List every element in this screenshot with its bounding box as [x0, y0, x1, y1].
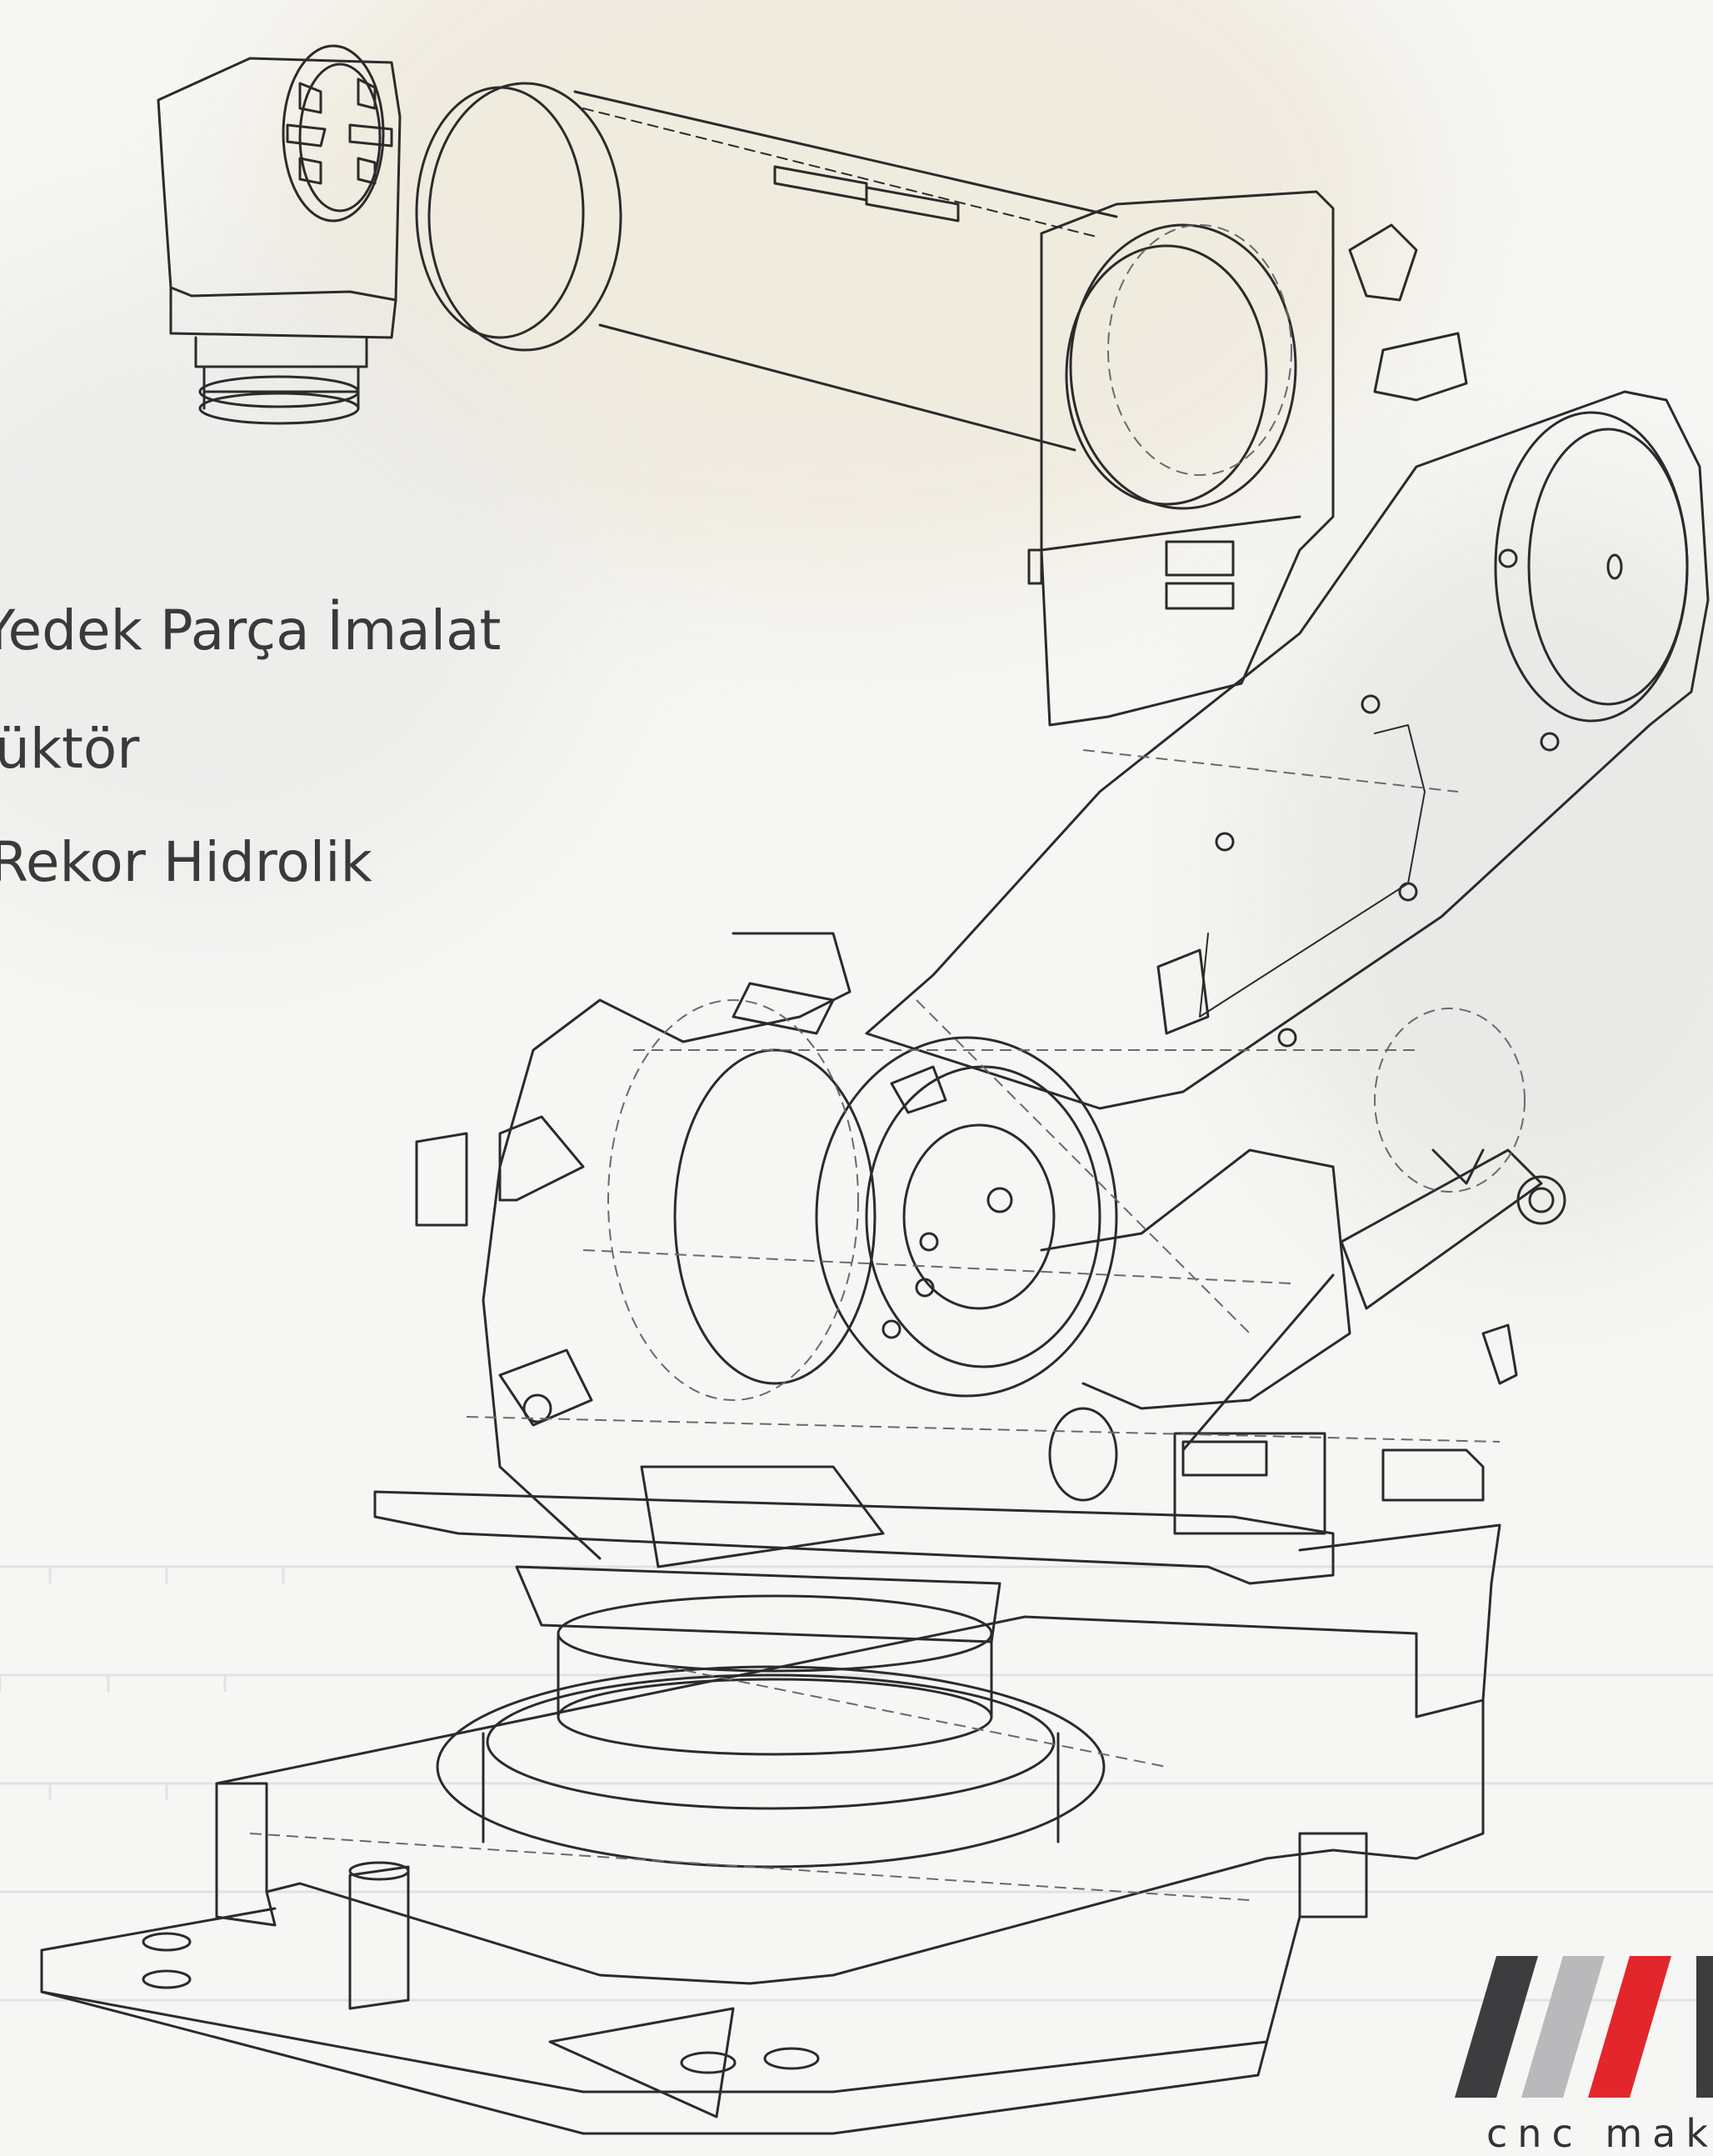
- background-glow-right: [1250, 500, 1713, 1250]
- robot-shoulder-housing: [415, 932, 1566, 1568]
- menu-item-reductor[interactable]: üktör: [0, 717, 140, 781]
- menu-item-spare-parts[interactable]: Yedek Parça İmalat: [0, 598, 502, 663]
- brand-tagline: cnc makine: [1486, 2111, 1713, 2156]
- robot-wrist-head: [157, 44, 402, 425]
- background-glow-left: [0, 250, 583, 917]
- robot-elbow: [1027, 190, 1468, 727]
- menu-item-hydraulic-fittings[interactable]: Rekor Hidrolik: [0, 830, 372, 894]
- robot-upper-arm: [865, 390, 1710, 1110]
- robot-forearm: [415, 82, 1118, 452]
- robot-base: [40, 1490, 1501, 2135]
- brand-mark-icon: [1455, 1956, 1713, 2098]
- brand-logo[interactable]: cnc makine: [1396, 1906, 1713, 2156]
